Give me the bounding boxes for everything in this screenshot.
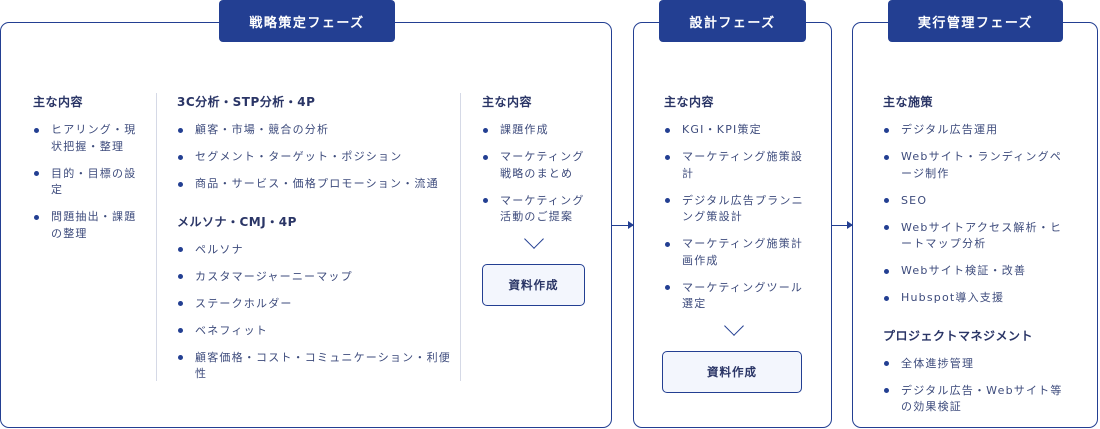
list-item: カスタマージャーニーマップ: [177, 269, 452, 286]
section-heading: 3C分析・STP分析・4P: [177, 95, 316, 109]
section-heading: 主な内容: [664, 95, 715, 109]
strategy-phase-panel: 主な内容 ヒアリング・現状把握・整理 目的・目標の設定 問題抽出・課題の整理 3…: [0, 22, 612, 428]
section-heading: 主な内容: [33, 95, 84, 109]
section-heading: 主な内容: [482, 95, 533, 109]
strategy-col-3: 主な内容 課題作成 マーケティング戦略のまとめ マーケティング活動のご提案 資料…: [482, 93, 586, 306]
list-item: KGI・KPI策定: [664, 122, 804, 139]
list-item: マーケティング活動のご提案: [482, 193, 586, 226]
section-heading: プロジェクトマネジメント: [883, 328, 1034, 343]
list-item: ステークホルダー: [177, 296, 452, 313]
phase-title-strategy: 戦略策定フェーズ: [219, 0, 395, 42]
list-item: Hubspot導入支援: [883, 290, 1073, 307]
list-item: 問題抽出・課題の整理: [33, 209, 145, 242]
list-item: Webサイト検証・改善: [883, 263, 1073, 280]
chevron-down-icon: [524, 229, 544, 249]
strategy-col-1: 主な内容 ヒアリング・現状把握・整理 目的・目標の設定 問題抽出・課題の整理: [33, 93, 145, 253]
chevron-down-icon: [724, 316, 744, 336]
list-item: ヒアリング・現状把握・整理: [33, 122, 145, 155]
divider: [156, 93, 157, 381]
list-item: ペルソナ: [177, 242, 452, 259]
list-item: マーケティング戦略のまとめ: [482, 149, 586, 182]
arrow-right-icon: [832, 219, 853, 231]
list-item: セグメント・ターゲット・ポジション: [177, 149, 452, 166]
list-item: Webサイトアクセス解析・ヒートマップ分析: [883, 220, 1073, 253]
document-creation-button[interactable]: 資料作成: [662, 351, 802, 393]
list-item: デジタル広告プランニング策設計: [664, 193, 804, 226]
list-item: マーケティングツール選定: [664, 280, 804, 313]
list-item: マーケティング施策計画作成: [664, 236, 804, 269]
list-item: ベネフィット: [177, 323, 452, 340]
list-item: マーケティング施策設計: [664, 149, 804, 182]
list-item: 課題作成: [482, 122, 586, 139]
phase-title-execution: 実行管理フェーズ: [888, 0, 1063, 42]
document-creation-button[interactable]: 資料作成: [482, 264, 585, 306]
strategy-col-2: 3C分析・STP分析・4P 顧客・市場・競合の分析 セグメント・ターゲット・ポジ…: [177, 93, 452, 393]
section-heading: 主な施策: [883, 95, 934, 109]
list-item: 商品・サービス・価格プロモーション・流通: [177, 176, 452, 193]
list-item: 目的・目標の設定: [33, 166, 145, 199]
list-item: デジタル広告運用: [883, 122, 1073, 139]
divider: [460, 93, 461, 381]
list-item: デジタル広告・Webサイト等の効果検証: [883, 383, 1073, 416]
list-item: SEO: [883, 193, 1073, 210]
arrow-right-icon: [612, 219, 634, 231]
list-item: Webサイト・ランディングページ制作: [883, 149, 1073, 182]
execution-phase-panel: 主な施策 デジタル広告運用 Webサイト・ランディングページ制作 SEO Web…: [852, 22, 1098, 428]
list-item: 顧客・市場・競合の分析: [177, 122, 452, 139]
design-phase-panel: 主な内容 KGI・KPI策定 マーケティング施策設計 デジタル広告プランニング策…: [633, 22, 832, 428]
section-heading: メルソナ・CMJ・4P: [177, 214, 297, 229]
list-item: 全体進捗管理: [883, 356, 1073, 373]
list-item: 顧客価格・コスト・コミュニケーション・利便性: [177, 350, 452, 383]
phase-title-design: 設計フェーズ: [659, 0, 806, 42]
